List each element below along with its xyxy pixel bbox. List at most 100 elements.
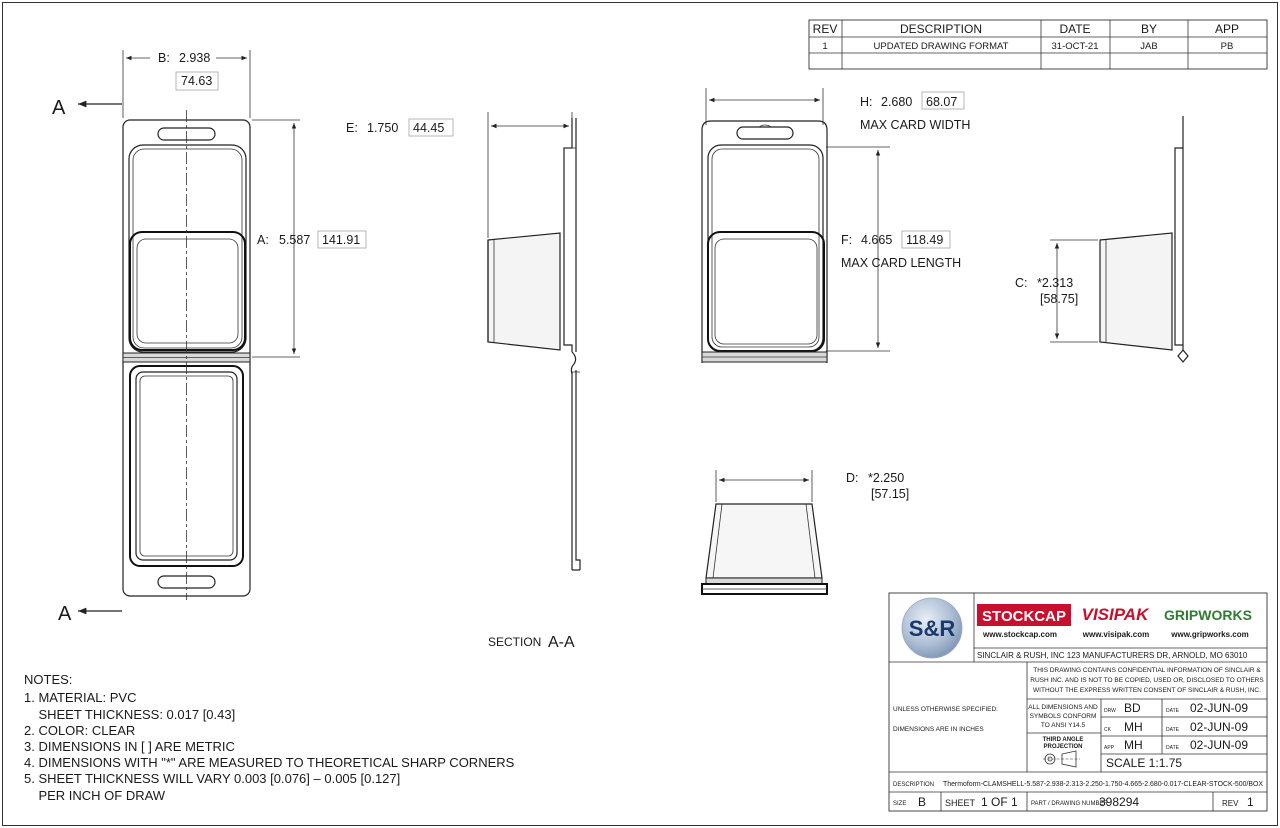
part-label: PART / DRAWING NUMBER xyxy=(1031,801,1108,807)
front-view xyxy=(122,110,251,600)
side-view-right xyxy=(1099,116,1189,363)
dim-f-mm: 118.49 xyxy=(906,233,943,247)
stockcap-badge xyxy=(977,604,1071,626)
signoff-initials: BD xyxy=(1124,701,1141,715)
projection-line: PROJECTION xyxy=(1043,744,1082,750)
rev-header-by: BY xyxy=(1141,22,1157,36)
dim-b-mm: 74.63 xyxy=(181,74,212,88)
rev-header-app: APP xyxy=(1215,22,1239,36)
rev-cell-app: PB xyxy=(1221,41,1234,52)
dim-d-label: D: xyxy=(846,471,859,485)
section-marker-bottom: A xyxy=(58,603,122,625)
section-view xyxy=(487,118,581,571)
dim-e-mm: 44.45 xyxy=(413,121,444,135)
rev-cell-rev: 1 xyxy=(822,41,827,52)
note-line: SHEET THICKNESS: 0.017 [0.43] xyxy=(24,707,235,722)
dim-e-label: E: xyxy=(346,121,358,135)
section-letter-top: A xyxy=(52,97,66,119)
company-line: SINCLAIR & RUSH, INC 123 MANUFACTURERS D… xyxy=(977,651,1248,660)
section-caption-prefix: SECTION xyxy=(488,635,541,649)
signoff-date: 02-JUN-09 xyxy=(1190,738,1248,752)
dimension-f: F: 4.665 118.49 MAX CARD LENGTH xyxy=(826,146,961,352)
note-line: 5. SHEET THICKNESS WILL VARY 0.003 [0.07… xyxy=(24,771,400,786)
dim-a-label: A: xyxy=(257,233,269,247)
back-view xyxy=(701,120,828,363)
dimension-c: C: *2.313 [58.75] xyxy=(1015,239,1098,343)
rev-cell-date: 31-OCT-21 xyxy=(1052,41,1099,52)
confidential-line: RUSH INC. AND IS NOT TO BE COPIED, USED … xyxy=(1030,677,1264,684)
signoff-role: DRW xyxy=(1104,708,1116,714)
dimension-h: H: 2.680 68.07 MAX CARD WIDTH xyxy=(705,88,970,132)
dim-e-inch: 1.750 xyxy=(367,121,398,135)
part-number: 398294 xyxy=(1099,795,1139,809)
size-label: SIZE xyxy=(893,801,906,807)
section-letter-bottom: A xyxy=(58,603,72,625)
conform-line: TO ANSI Y14.5 xyxy=(1041,722,1086,729)
note-line: 4. DIMENSIONS WITH "*" ARE MEASURED TO T… xyxy=(24,755,515,770)
dimension-b: B: 2.938 74.63 xyxy=(122,50,251,118)
section-caption: SECTION A-A xyxy=(488,634,575,651)
projection-symbol-icon xyxy=(1043,750,1080,768)
revision-table: REV DESCRIPTION DATE BY APP 1 UPDATED DR… xyxy=(808,19,1268,70)
note-line: PER INCH OF DRAW xyxy=(24,788,166,803)
notes-block: NOTES: 1. MATERIAL: PVC SHEET THICKNESS:… xyxy=(24,672,515,803)
conform-line: SYMBOLS CONFORM xyxy=(1030,713,1097,720)
description-value: Thermoform-CLAMSHELL-5.587-2.938-2.313-2… xyxy=(943,779,1263,788)
dimension-d: D: *2.250 [57.15] xyxy=(715,470,909,502)
dim-a-mm: 141.91 xyxy=(322,233,360,247)
signoff-date: 02-JUN-09 xyxy=(1190,701,1248,715)
rev-value: 1 xyxy=(1247,795,1254,809)
projection-line: THIRD ANGLE xyxy=(1043,737,1084,743)
stockcap-url: www.stockcap.com xyxy=(982,630,1057,639)
dim-f-note: MAX CARD LENGTH xyxy=(841,256,961,270)
signoff-date-label: DATE xyxy=(1166,745,1180,751)
logo-sr: S&R xyxy=(909,616,956,641)
dim-h-inch: 2.680 xyxy=(881,95,912,109)
dimension-a: A: 5.587 141.91 xyxy=(252,119,367,358)
dim-f-label: F: xyxy=(841,233,852,247)
stockcap-name: STOCKCAP xyxy=(982,608,1066,625)
signoff-initials: MH xyxy=(1124,738,1143,752)
gripworks-name: GRIPWORKS xyxy=(1164,607,1252,623)
title-block: S&R STOCKCAP www.stockcap.com VISIPAK ww… xyxy=(888,592,1268,812)
signoff-role: CK xyxy=(1104,727,1112,733)
size-value: B xyxy=(918,795,926,809)
dim-a-inch: 5.587 xyxy=(279,233,310,247)
confidential-line: THIS DRAWING CONTAINS CONFIDENTIAL INFOR… xyxy=(1033,667,1261,674)
signoff-role: APP xyxy=(1104,745,1115,751)
visipak-url: www.visipak.com xyxy=(1082,630,1149,639)
signoff-initials: MH xyxy=(1124,720,1143,734)
sheet-label: SHEET xyxy=(945,798,976,808)
rev-label: REV xyxy=(1222,799,1239,808)
bottom-view xyxy=(701,503,828,595)
dim-h-label: H: xyxy=(860,95,873,109)
dim-d-inch: *2.250 xyxy=(868,471,904,485)
dim-h-note: MAX CARD WIDTH xyxy=(860,118,970,132)
notes-title: NOTES: xyxy=(24,672,72,687)
dim-c-inch: *2.313 xyxy=(1037,276,1073,290)
visipak-name: VISIPAK xyxy=(1082,605,1150,624)
globe-logo xyxy=(901,597,963,659)
scale-value: SCALE 1:1.75 xyxy=(1106,756,1182,770)
rev-cell-description: UPDATED DRAWING FORMAT xyxy=(874,41,1009,52)
dim-f-inch: 4.665 xyxy=(861,233,892,247)
rev-header-description: DESCRIPTION xyxy=(900,22,982,36)
dim-b-inch: 2.938 xyxy=(179,51,210,65)
dimension-e: E: 1.750 44.45 xyxy=(346,112,573,238)
confidential-line: WITHOUT THE EXPRESS WRITTEN CONSENT OF S… xyxy=(1033,687,1261,694)
dim-c-label: C: xyxy=(1015,276,1028,290)
dim-c-mm: [58.75] xyxy=(1040,292,1078,306)
dim-b-label: B: xyxy=(158,51,170,65)
rev-cell-by: JAB xyxy=(1140,41,1157,52)
dim-d-mm: [57.15] xyxy=(871,487,909,501)
signoff-date-label: DATE xyxy=(1166,727,1180,733)
note-line: 2. COLOR: CLEAR xyxy=(24,723,135,738)
description-label: DESCRIPTION xyxy=(893,782,934,788)
conform-line: ALL DIMENSIONS AND xyxy=(1028,704,1098,711)
section-marker-top: A xyxy=(52,97,122,119)
dims-inches: DIMENSIONS ARE IN INCHES xyxy=(893,726,984,733)
section-caption-suffix: A-A xyxy=(548,634,575,651)
note-line: 3. DIMENSIONS IN [ ] ARE METRIC xyxy=(24,739,235,754)
